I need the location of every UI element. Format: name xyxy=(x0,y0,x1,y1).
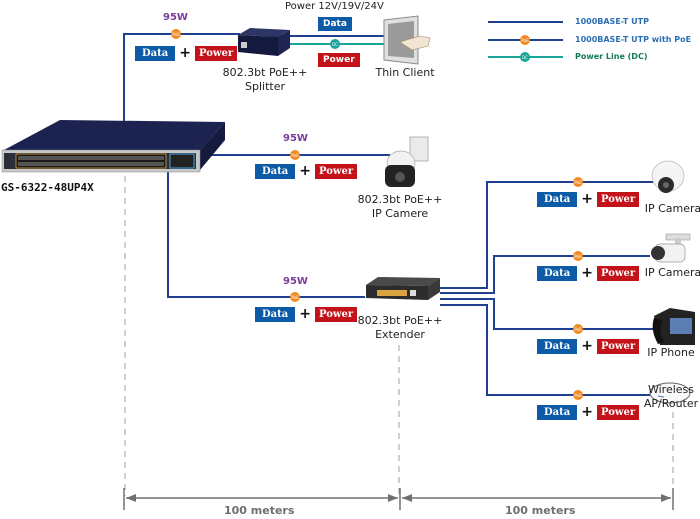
switch-model-label: GS-6322-48UP4X xyxy=(1,181,94,194)
dc-marker-icon: DC xyxy=(330,39,340,49)
cable-extender-to-phone xyxy=(440,298,655,330)
splitter-data-power-badge: Data + Power xyxy=(135,45,238,61)
plus-icon: + xyxy=(299,163,311,179)
svg-text:PoE: PoE xyxy=(172,32,180,37)
data-badge: Data xyxy=(135,46,176,61)
arrow-right-icon xyxy=(661,494,671,502)
power-badge: Power xyxy=(596,339,640,354)
splitter-label: 802.3bt PoE++ Splitter xyxy=(215,66,315,94)
svg-text:DC: DC xyxy=(332,42,338,47)
power-badge: Power xyxy=(314,164,358,179)
ptz-camera-label-line2: IP Camere xyxy=(371,207,429,220)
plus-icon: + xyxy=(581,265,593,281)
splitter-label-line2: Splitter xyxy=(245,80,285,93)
poe-extender-icon xyxy=(366,277,440,300)
poe-splitter-icon xyxy=(238,28,290,56)
svg-text:PoE: PoE xyxy=(574,327,582,332)
legend-dc-marker-icon: DC xyxy=(520,52,530,62)
poe-marker-icon: PoE xyxy=(171,29,181,39)
extender-data-power-badge: Data + Power xyxy=(255,306,358,322)
power-badge: Power xyxy=(194,46,238,61)
svg-text:PoE: PoE xyxy=(574,393,582,398)
dome-camera-icon xyxy=(651,160,685,193)
power-voltage-note: Power 12V/19V/24V xyxy=(285,1,384,12)
svg-text:PoE: PoE xyxy=(291,153,299,158)
poe-marker-icon: PoE xyxy=(573,251,583,261)
switch-icon xyxy=(1,120,225,173)
extender-watt-label: 95W xyxy=(283,276,308,287)
data-badge: Data xyxy=(537,266,578,281)
legend-item-dc: Power Line (DC) xyxy=(575,52,648,61)
cable-extender-to-camera2 xyxy=(440,255,650,294)
data-badge: Data xyxy=(255,164,296,179)
plus-icon: + xyxy=(581,191,593,207)
legend-item-utp: 1000BASE-T UTP xyxy=(575,17,649,26)
plus-icon: + xyxy=(581,338,593,354)
legend-item-utp-poe: 1000BASE-T UTP with PoE xyxy=(575,35,692,44)
extender-label: 802.3bt PoE++ Extender xyxy=(350,314,450,342)
svg-text:PoE: PoE xyxy=(574,180,582,185)
ip-phone-icon xyxy=(652,308,695,345)
splitter-label-line1: 802.3bt PoE++ xyxy=(222,66,308,79)
endpoint-label: IP Camera xyxy=(644,266,700,279)
endpoint-label: IP Phone xyxy=(647,346,695,359)
plus-icon: + xyxy=(299,306,311,322)
extender-label-line1: 802.3bt PoE++ xyxy=(357,314,443,327)
data-badge: Data xyxy=(537,405,578,420)
poe-marker-icon: PoE xyxy=(573,324,583,334)
svg-text:PoE: PoE xyxy=(291,295,299,300)
thin-client-icon xyxy=(383,15,431,65)
power-badge: Power xyxy=(314,307,358,322)
poe-marker-icon: PoE xyxy=(290,150,300,160)
endpoint-label-line2: AP/Router xyxy=(643,397,699,410)
bullet-camera-icon xyxy=(651,233,691,263)
cable-switch-to-extender xyxy=(167,170,365,298)
distance-label-1: 100 meters xyxy=(224,504,295,517)
splitter-out-power-badge: Power xyxy=(318,53,360,67)
plus-icon: + xyxy=(179,45,191,61)
ptz-camera-label: 802.3bt PoE++ IP Camere xyxy=(350,193,450,221)
data-badge: Data xyxy=(255,307,296,322)
cable-extender-to-ap xyxy=(440,304,650,396)
poe-marker-icon: PoE xyxy=(573,177,583,187)
plus-icon: + xyxy=(581,404,593,420)
cable-extender-to-camera1 xyxy=(440,181,655,289)
splitter-watt-label: 95W xyxy=(163,12,188,23)
svg-text:PoE: PoE xyxy=(574,254,582,259)
legend-poe-marker-icon: PoE xyxy=(520,35,530,45)
ptz-camera-label-line1: 802.3bt PoE++ xyxy=(357,193,443,206)
power-badge: Power xyxy=(596,405,640,420)
endpoint-label-line1: Wireless xyxy=(647,383,695,396)
extender-label-line2: Extender xyxy=(375,328,425,341)
ptz-data-power-badge: Data + Power xyxy=(255,163,358,179)
arrow-right-icon xyxy=(388,494,398,502)
endpoint-data-power-badge: Data + Power xyxy=(537,265,640,281)
power-badge: Power xyxy=(596,192,640,207)
ptz-watt-label: 95W xyxy=(283,133,308,144)
poe-marker-icon: PoE xyxy=(290,292,300,302)
poe-markers: PoE PoE PoE PoE PoE PoE PoE PoE xyxy=(171,29,583,400)
endpoint-data-power-badge: Data + Power xyxy=(537,191,640,207)
endpoint-data-power-badge: Data + Power xyxy=(537,404,640,420)
endpoint-label: Wireless AP/Router xyxy=(636,383,700,411)
power-badge: Power xyxy=(596,266,640,281)
endpoint-label: IP Camera xyxy=(644,202,700,215)
svg-text:DC: DC xyxy=(522,55,528,60)
arrow-left-icon xyxy=(126,494,136,502)
distance-label-2: 100 meters xyxy=(505,504,576,517)
endpoint-data-power-badge: Data + Power xyxy=(537,338,640,354)
svg-text:PoE: PoE xyxy=(521,38,529,43)
cable-switch-to-splitter xyxy=(123,33,240,130)
wireless-ap-icon xyxy=(649,382,691,404)
data-badge: Data xyxy=(537,192,578,207)
arrow-left-icon xyxy=(402,494,412,502)
thin-client-label: Thin Client xyxy=(375,66,435,79)
data-badge: Data xyxy=(537,339,578,354)
poe-marker-icon: PoE xyxy=(573,390,583,400)
ptz-camera-icon xyxy=(385,136,429,187)
splitter-out-data-badge: Data xyxy=(318,17,352,31)
